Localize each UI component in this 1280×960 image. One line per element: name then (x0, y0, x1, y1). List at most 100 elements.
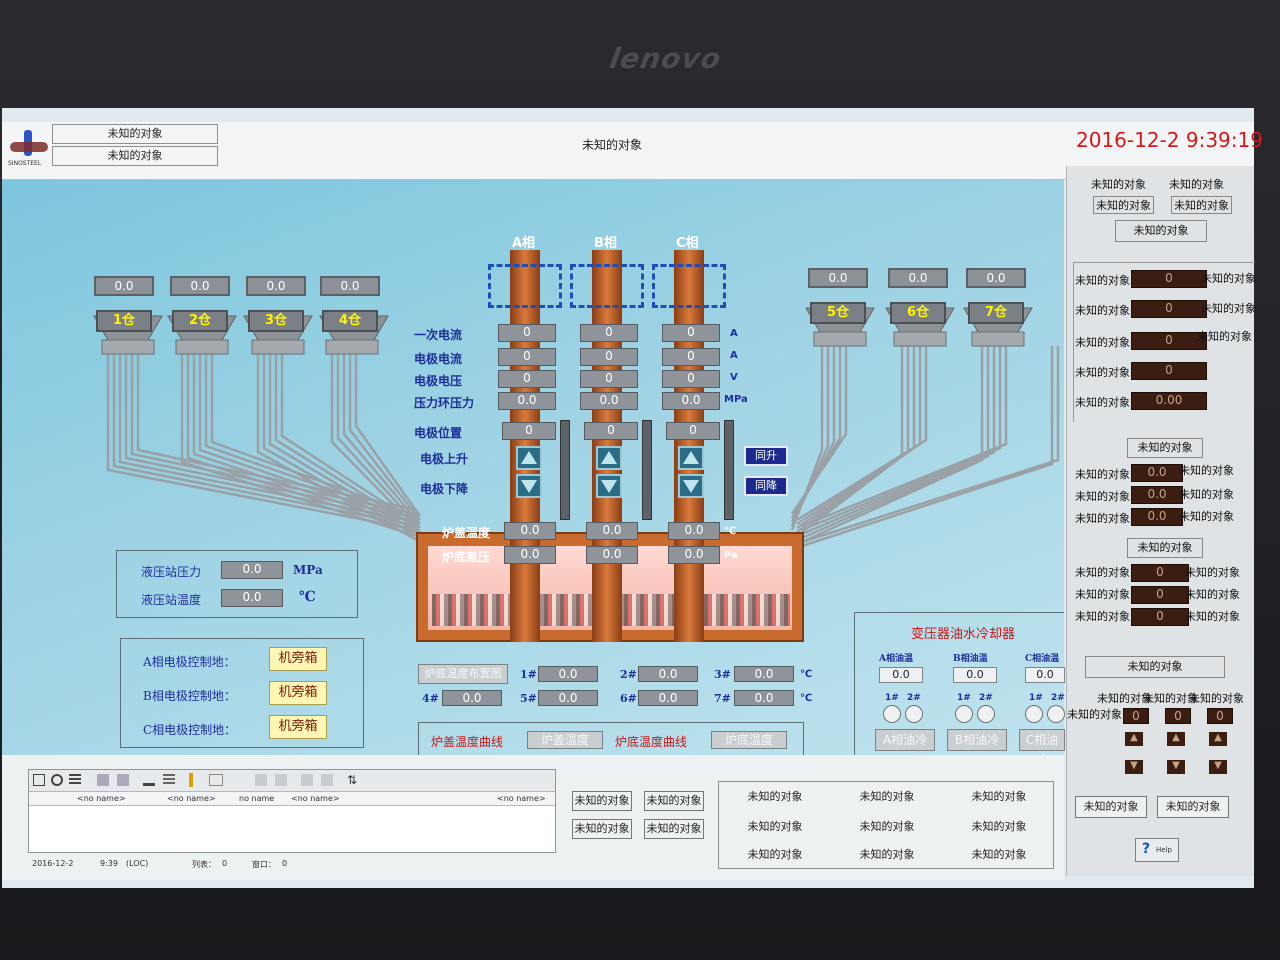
header-obj-2: 未知的对象 (52, 146, 218, 166)
bottom-obj-4[interactable]: 未知的对象 (644, 819, 704, 839)
bin-4-label[interactable]: 4仓 (322, 310, 378, 332)
sync-lower-button[interactable]: 同降 (744, 476, 788, 496)
bottom-area: ⇅ <no name> <no name> no name <no name> … (2, 755, 1064, 880)
grid-icon-4[interactable] (321, 774, 333, 786)
b-control-value[interactable]: 机旁箱 (269, 681, 327, 705)
alarm-col-3[interactable]: no name (239, 794, 275, 803)
bin-5-label[interactable]: 5仓 (810, 302, 866, 324)
rp4-down-3[interactable]: ▼ (1209, 760, 1227, 774)
list-icon[interactable] (69, 774, 81, 786)
alarm-col-5[interactable]: <no name> (497, 794, 546, 803)
rp-section-1 (1073, 262, 1255, 422)
rp4-up-1[interactable]: ▲ (1125, 732, 1143, 746)
bottom-obj-1[interactable]: 未知的对象 (572, 791, 632, 811)
a-oil-cool-button[interactable]: A相油冷 (875, 729, 935, 751)
unit-a-1: A (730, 328, 738, 339)
refresh-icon[interactable] (51, 774, 63, 786)
bottom-dp-unit: Pa (724, 550, 738, 561)
export-icon[interactable] (209, 774, 223, 786)
bin-3-value: 0.0 (246, 276, 306, 296)
grid-obj-8: 未知的对象 (859, 848, 915, 861)
grid-icon-3[interactable] (301, 774, 313, 786)
rp3-value-1: 0 (1131, 564, 1189, 582)
bt-5-value: 0.0 (538, 690, 598, 706)
rp1-left-1: 未知的对象 (1075, 274, 1130, 287)
b-primary-current: 0 (580, 324, 638, 342)
ack-all-icon[interactable] (117, 774, 129, 786)
b-pump1-indicator (955, 705, 973, 723)
alarm-col-4[interactable]: <no name> (291, 794, 340, 803)
clamp-c (652, 264, 726, 308)
c-pressure-ring: 0.0 (662, 392, 720, 410)
a-lower-button[interactable] (516, 474, 542, 498)
a-control-value[interactable]: 机旁箱 (269, 647, 327, 671)
grid-obj-5: 未知的对象 (859, 820, 915, 833)
grid-icon-2[interactable] (275, 774, 287, 786)
c-electrode-position: 0 (666, 422, 720, 440)
bin-6-value: 0.0 (888, 268, 948, 288)
pin-icon[interactable] (189, 773, 193, 787)
b-oil-cool-button[interactable]: B相油冷 (947, 729, 1007, 751)
sync-raise-button[interactable]: 同升 (744, 446, 788, 466)
c-lower-button[interactable] (678, 474, 704, 498)
print-icon[interactable] (143, 774, 155, 786)
rp3-right-1: 未知的对象 (1185, 566, 1240, 579)
bottom-obj-3[interactable]: 未知的对象 (572, 819, 632, 839)
grid-obj-1: 未知的对象 (747, 790, 803, 803)
bin-2-label[interactable]: 2仓 (172, 310, 228, 332)
rp4-down-1[interactable]: ▼ (1125, 760, 1143, 774)
rp1-value-5: 0.00 (1131, 392, 1207, 410)
c-oil-cool-button[interactable]: C相油冷 (1019, 729, 1065, 767)
rp-bottom-btn-1[interactable]: 未知的对象 (1075, 796, 1147, 818)
rp4-down-2[interactable]: ▼ (1167, 760, 1185, 774)
bin-3-label[interactable]: 3仓 (248, 310, 304, 332)
bin-7-label[interactable]: 7仓 (968, 302, 1024, 324)
rp1-right-3: 未知的对象 (1197, 330, 1252, 343)
filter-icon[interactable] (163, 774, 175, 786)
b-raise-button[interactable] (596, 446, 622, 470)
bin-6-label[interactable]: 6仓 (890, 302, 946, 324)
bottom-obj-2[interactable]: 未知的对象 (644, 791, 704, 811)
rp2-left-3: 未知的对象 (1075, 512, 1130, 525)
rp1-right-1: 未知的对象 (1201, 272, 1256, 285)
rp3-left-1: 未知的对象 (1075, 566, 1130, 579)
c-raise-button[interactable] (678, 446, 704, 470)
phase-a-label: A相 (512, 236, 536, 251)
a-electrode-current: 0 (498, 348, 556, 366)
a-pump2-indicator (905, 705, 923, 723)
rp4-up-2[interactable]: ▲ (1167, 732, 1185, 746)
unit-a-2: A (730, 350, 738, 361)
b-oil-temp-label: B相油温 (953, 654, 988, 664)
bottom-temp-curve-button[interactable]: 炉底温度 (711, 731, 787, 749)
ack-icon[interactable] (97, 774, 109, 786)
b-pressure-ring: 0.0 (580, 392, 638, 410)
rp4-up-3[interactable]: ▲ (1209, 732, 1227, 746)
sort-icon[interactable]: ⇅ (347, 773, 358, 787)
rp2-right-3: 未知的对象 (1179, 510, 1234, 523)
hydraulic-pressure-unit: MPa (293, 563, 323, 577)
a-pump2-label: 2# (907, 693, 921, 703)
c-control-label: C相电极控制地： (143, 723, 237, 737)
help-button[interactable]: ? Help (1135, 838, 1179, 862)
bin-1-value: 0.0 (94, 276, 154, 296)
c-control-value[interactable]: 机旁箱 (269, 715, 327, 739)
a-raise-button[interactable] (516, 446, 542, 470)
a-bottom-dp: 0.0 (504, 546, 556, 564)
bin-1-label[interactable]: 1仓 (96, 310, 152, 332)
grid-icon[interactable] (255, 774, 267, 786)
bottom-temp-layout-button[interactable]: 炉底温度布置图 (418, 664, 508, 684)
rp-bottom-btn-2[interactable]: 未知的对象 (1157, 796, 1229, 818)
b-lower-button[interactable] (596, 474, 622, 498)
alarm-col-1[interactable]: <no name> (77, 794, 126, 803)
page-icon[interactable] (33, 774, 45, 786)
down-arrow-icon (521, 480, 537, 493)
rp2-left-1: 未知的对象 (1075, 468, 1130, 481)
rp3-right-3: 未知的对象 (1185, 610, 1240, 623)
alarm-col-2[interactable]: <no name> (167, 794, 216, 803)
unit-v: V (730, 372, 738, 383)
bt-4-value: 0.0 (442, 690, 502, 706)
rp4-label-4: 未知的对象 (1067, 708, 1122, 721)
electrode-up-label: 电极上升 (420, 452, 469, 466)
hydraulic-temp-label: 液压站温度 (141, 593, 202, 607)
cover-temp-curve-button[interactable]: 炉盖温度 (527, 731, 603, 749)
